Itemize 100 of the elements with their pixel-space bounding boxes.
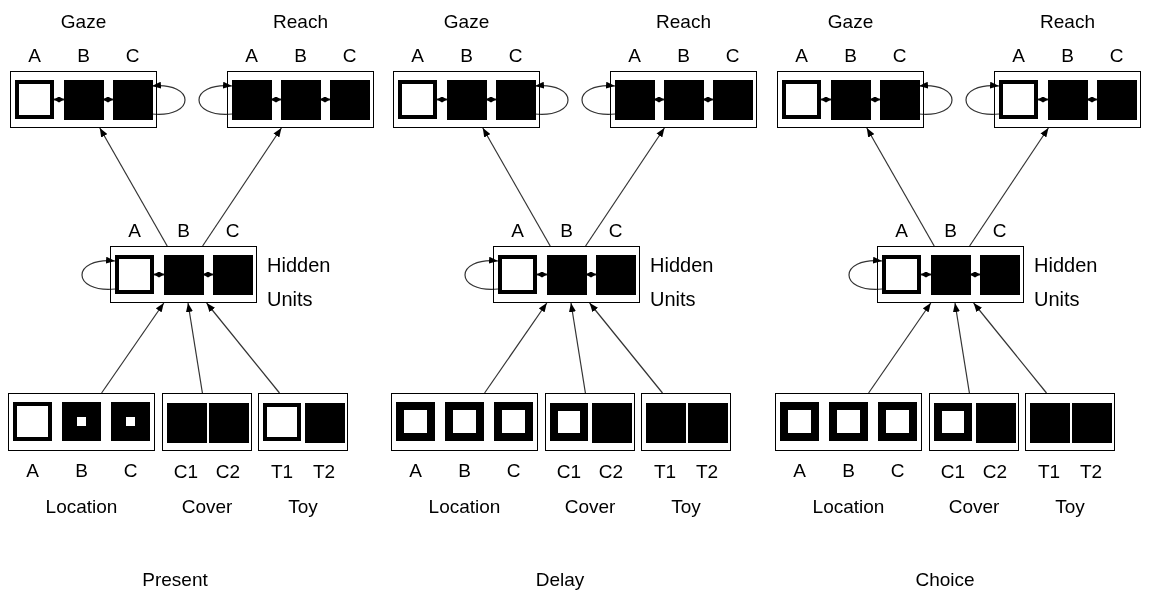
unit-label: T1	[652, 461, 678, 483]
lateral-connection	[436, 96, 448, 103]
unit-label: C	[122, 460, 139, 482]
unit-label: A	[794, 45, 809, 67]
unit-label: A	[25, 460, 40, 482]
unit-label: T1	[269, 461, 295, 483]
arrow	[589, 302, 664, 394]
unit-label: B	[459, 45, 474, 67]
layer-title: Hidden Units	[650, 253, 715, 312]
unit-label: B	[176, 220, 191, 242]
layer-title: Toy	[670, 496, 702, 518]
arrow	[973, 302, 1048, 394]
layer-title: Toy	[287, 496, 319, 518]
arrow	[568, 302, 586, 394]
layer-title: Reach	[272, 11, 329, 33]
recurrent-loop-arrow	[198, 82, 233, 115]
arrow	[866, 127, 935, 247]
arrow	[206, 302, 281, 394]
unit-label: C	[341, 45, 358, 67]
lateral-connection	[53, 96, 65, 103]
recurrent-loop-arrow	[848, 257, 883, 290]
layer-title: Hidden Units	[1034, 253, 1099, 312]
unit-label: A	[27, 45, 42, 67]
layer-title: Cover	[947, 496, 1001, 518]
unit-label: A	[627, 45, 642, 67]
lateral-connection	[536, 271, 548, 278]
unit-label: C1	[555, 461, 583, 483]
lateral-connection	[820, 96, 832, 103]
unit-label: A	[894, 220, 909, 242]
layer-title: Hidden Units	[267, 253, 332, 312]
unit-label: B	[676, 45, 691, 67]
unit-label: T2	[1078, 461, 1104, 483]
layer-title: Reach	[655, 11, 712, 33]
unit-label: A	[510, 220, 525, 242]
unit-label: C	[891, 45, 908, 67]
lateral-connection	[920, 271, 932, 278]
arrow	[185, 302, 203, 394]
panel-label: Present	[142, 569, 208, 591]
unit-label: C2	[597, 461, 625, 483]
unit-label: A	[410, 45, 425, 67]
unit-label: B	[76, 45, 91, 67]
unit-label: A	[792, 460, 807, 482]
unit-label: A	[1011, 45, 1026, 67]
unit-label: C2	[214, 461, 242, 483]
unit-label: C	[991, 220, 1008, 242]
arrow	[969, 127, 1049, 247]
unit-label: B	[74, 460, 89, 482]
unit-label: B	[1060, 45, 1075, 67]
recurrent-loop-arrow	[534, 82, 569, 115]
unit-label: A	[244, 45, 259, 67]
arrow	[585, 127, 665, 247]
lateral-connection	[153, 271, 165, 278]
unit-label: B	[559, 220, 574, 242]
arrow	[868, 302, 932, 394]
unit-label: T2	[311, 461, 337, 483]
unit-label: T2	[694, 461, 720, 483]
layer-title: Cover	[180, 496, 234, 518]
unit-label: C	[505, 460, 522, 482]
layer-title: Gaze	[59, 11, 108, 33]
arrow	[952, 302, 970, 394]
layer-title: Location	[811, 496, 886, 518]
unit-label: A	[127, 220, 142, 242]
layer-title: Location	[427, 496, 502, 518]
unit-label: A	[408, 460, 423, 482]
recurrent-loop-arrow	[464, 257, 499, 290]
unit-label: B	[943, 220, 958, 242]
unit-label: C	[889, 460, 906, 482]
unit-label: C	[607, 220, 624, 242]
unit-label: C1	[939, 461, 967, 483]
unit-label: C2	[981, 461, 1009, 483]
lateral-connection	[1037, 96, 1049, 103]
layer-title: Toy	[1054, 496, 1086, 518]
unit-label: T1	[1036, 461, 1062, 483]
unit-label: C1	[172, 461, 200, 483]
unit-label: B	[293, 45, 308, 67]
arrow	[484, 302, 548, 394]
recurrent-loop-arrow	[965, 82, 1000, 115]
unit-label: B	[843, 45, 858, 67]
recurrent-loop-arrow	[918, 82, 953, 115]
recurrent-loop-arrow	[81, 257, 116, 290]
layer-title: Gaze	[826, 11, 875, 33]
unit-label: C	[1108, 45, 1125, 67]
unit-label: B	[841, 460, 856, 482]
unit-label: C	[724, 45, 741, 67]
recurrent-loop-arrow	[581, 82, 616, 115]
layer-title: Gaze	[442, 11, 491, 33]
layer-title: Reach	[1039, 11, 1096, 33]
layer-title: Location	[44, 496, 119, 518]
unit-label: C	[224, 220, 241, 242]
panel-label: Choice	[915, 569, 975, 591]
layer-title: Cover	[563, 496, 617, 518]
arrow	[99, 127, 168, 247]
unit-label: B	[457, 460, 472, 482]
recurrent-loop-arrow	[151, 82, 186, 115]
arrow	[101, 302, 165, 394]
arrow	[202, 127, 282, 247]
arrow	[482, 127, 551, 247]
unit-label: C	[507, 45, 524, 67]
unit-label: C	[124, 45, 141, 67]
panel-label: Delay	[535, 569, 585, 591]
